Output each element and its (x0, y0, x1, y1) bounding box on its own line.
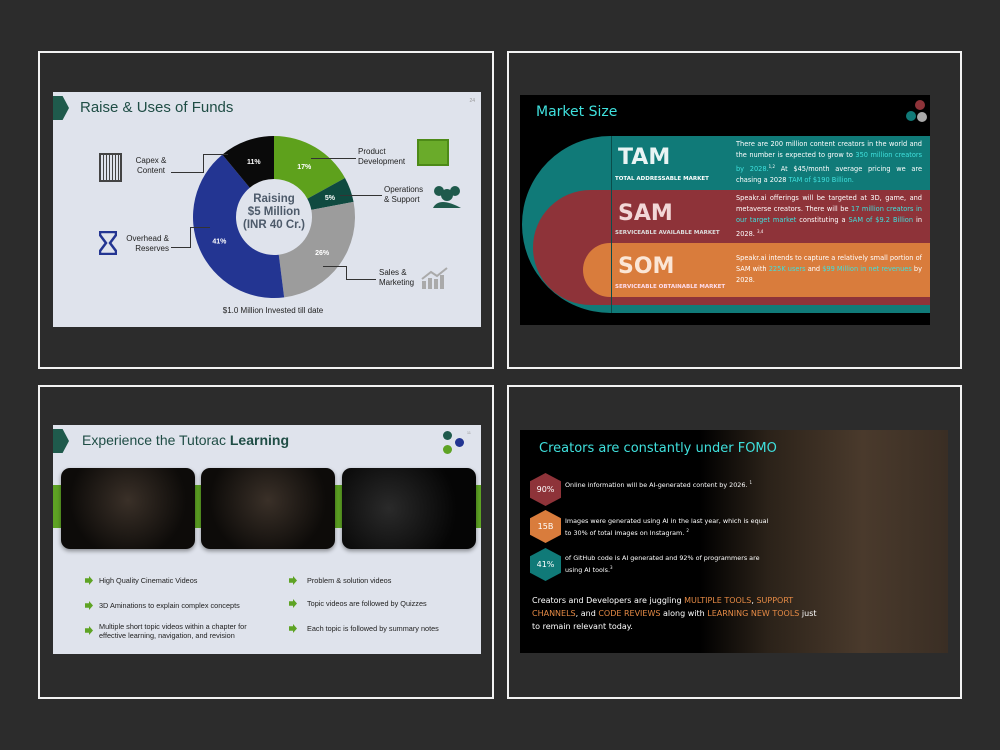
stat-hexagon: 90% (530, 473, 561, 506)
donut-slice-operations-support (307, 177, 354, 210)
som-band (583, 243, 930, 297)
slide-market-size: Market Size TAM TOTAL ADDRESSABLE MARKET… (520, 95, 930, 325)
donut-data-label: 5% (325, 195, 336, 202)
bullet-item: 3D Aminations to explain complex concept… (99, 601, 240, 610)
donut-slice-capex-content (222, 136, 274, 188)
dot-icon (443, 445, 452, 454)
arrow-icon (85, 601, 93, 610)
stat-text: of GitHub code is AI generated and 92% o… (565, 554, 760, 575)
stat-text: Online information will be AI-generated … (565, 480, 753, 490)
stat-text: Images were generated using AI in the la… (565, 517, 769, 538)
hourglass-icon (99, 231, 117, 255)
sam-description: Speakr.ai offerings will be targeted at … (736, 194, 922, 239)
video-thumbnail[interactable] (342, 468, 476, 549)
center-line-3: (INR 40 Cr.) (243, 219, 305, 231)
box-icon (417, 139, 449, 166)
bullet-item: Problem & solution videos (307, 576, 392, 585)
sam-label: SAM (618, 201, 673, 226)
growth-chart-icon (421, 267, 448, 289)
dot-icon (455, 438, 464, 447)
dot-icon (443, 431, 452, 440)
slide-thumb-3[interactable] (38, 385, 494, 699)
donut-data-label: 41% (212, 239, 227, 246)
som-full: SERVICEABLE OBTAINABLE MARKET (615, 284, 726, 290)
donut-data-label: 17% (297, 164, 312, 171)
donut-slice-product-development (274, 136, 345, 199)
stat-hexagon: 41% (530, 548, 561, 581)
slide-thumb-4[interactable] (507, 385, 962, 699)
label-overhead: Overhead & Reserves (126, 234, 169, 253)
slide-title: Raise & Uses of Funds (80, 99, 234, 116)
dot-icon (917, 112, 927, 122)
tam-description: There are 200 million content creators i… (736, 140, 923, 185)
slide-fomo: Creators are constantly under FOMO 90% O… (520, 430, 948, 653)
invested-footer: $1.0 Million Invested till date (222, 306, 324, 315)
arrow-icon (85, 626, 93, 635)
som-label: SOM (618, 254, 675, 279)
bullet-item: High Quality Cinematic Videos (99, 576, 198, 585)
donut-center-label: Raising $5 Million (INR 40 Cr.) (224, 193, 324, 232)
center-line-1: Raising (253, 193, 295, 205)
slide-title: Experience the Tutorac Learning (82, 432, 289, 448)
donut-data-label: 11% (247, 159, 261, 166)
arrow-icon (289, 576, 297, 585)
chevron-icon (53, 96, 69, 120)
arrow-icon (289, 599, 297, 608)
tam-full: TOTAL ADDRESSABLE MARKET (615, 176, 709, 182)
bullet-item: Each topic is followed by summary notes (307, 624, 439, 633)
label-product: Product Development (358, 147, 406, 166)
video-thumbnail[interactable] (201, 468, 335, 549)
donut-slice-overhead-reserves (193, 154, 285, 298)
som-description: Speakr.ai intends to capture a relativel… (736, 254, 922, 284)
arrow-icon (289, 624, 297, 633)
bullet-item: Topic videos are followed by Quizzes (307, 599, 427, 608)
tam-label: TAM (618, 145, 671, 170)
arrow-icon (85, 576, 93, 585)
slide-raise-funds: Raise & Uses of Funds 24 17%5%26%41%11% … (53, 92, 481, 327)
slide-thumb-2[interactable] (507, 51, 962, 369)
people-icon (433, 186, 461, 208)
label-operations: Operations & Support (384, 185, 424, 204)
dot-icon (915, 100, 925, 110)
donut-slice-sales-marketing (278, 201, 356, 298)
donut-data-label: 26% (315, 250, 330, 257)
building-icon (99, 153, 122, 182)
slide-title: Creators are constantly under FOMO (539, 441, 777, 456)
page-number: 11 (466, 430, 471, 435)
slide-title: Market Size (536, 104, 618, 120)
label-capex: Capex & Content (135, 156, 167, 175)
label-sales: Sales & Marketing (379, 268, 415, 287)
chevron-icon (53, 429, 69, 453)
slide-thumb-1[interactable] (38, 51, 494, 369)
center-line-2: $5 Million (247, 206, 301, 218)
closing-statement: Creators and Developers are juggling MUL… (532, 596, 817, 631)
slide-tutorac-learning: Experience the Tutorac Learning 11 High … (53, 425, 481, 654)
sam-full: SERVICEABLE AVAILABLE MARKET (615, 230, 720, 236)
bullet-item: Multiple short topic videos within a cha… (99, 622, 247, 640)
video-thumbnail[interactable] (61, 468, 195, 549)
stat-hexagon: 15B (530, 510, 561, 543)
dot-icon (906, 111, 916, 121)
donut-chart: 17% 5% 26% 41% 11% (193, 136, 356, 298)
page-number: 24 (469, 98, 475, 104)
